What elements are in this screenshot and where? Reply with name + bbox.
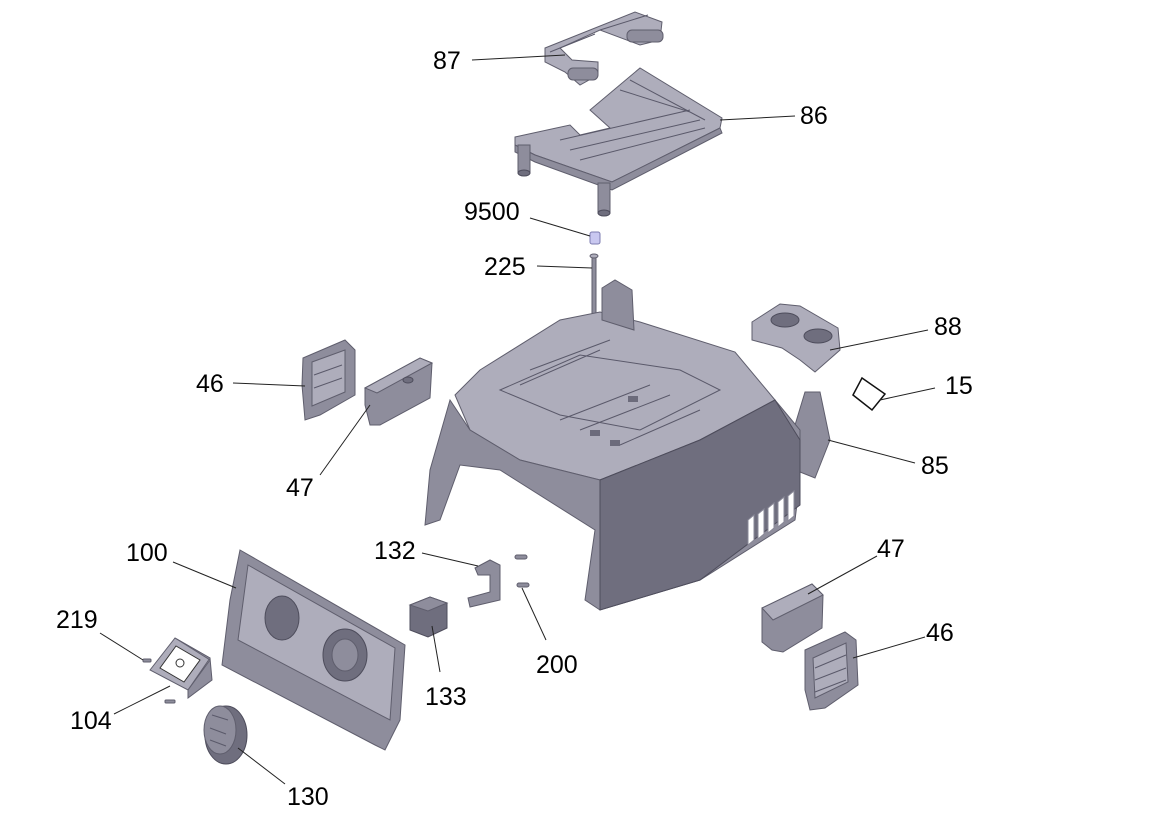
callout-15: 15 [945,372,973,400]
leader-46a [232,382,306,387]
leader-9500 [529,217,591,237]
callout-46-left: 46 [196,370,224,398]
callout-132: 132 [374,537,416,565]
leader-133 [431,625,441,673]
callout-100: 100 [126,539,168,567]
part-47-bracket-left [363,357,434,426]
callout-85: 85 [921,452,949,480]
part-104-switch-plate [149,637,213,699]
part-86-top-plate [514,67,723,217]
part-87-handle-bracket [544,11,664,86]
part-46-vent-cover-left [301,339,356,421]
callout-47-left: 47 [286,474,314,502]
leader-46b [852,636,926,659]
part-132-bracket [467,559,501,608]
callout-46-right: 46 [926,619,954,647]
leader-86 [719,115,796,121]
callout-labels: 87 86 9500 225 88 15 85 46 47 132 100 21… [56,47,973,811]
callout-104: 104 [70,707,112,735]
part-85-main-housing [424,279,831,611]
leader-lines [99,54,936,785]
leader-87 [471,54,566,61]
part-130-knob [203,705,248,765]
callout-86: 86 [800,102,828,130]
housing-vent-slots [747,489,795,547]
callout-133: 133 [425,683,467,711]
part-133-switch [408,596,449,638]
part-200-screws [514,554,530,588]
leader-15 [879,387,936,401]
leader-47b [807,555,878,595]
part-47-bracket-right [761,583,824,653]
leader-88 [829,329,929,351]
callout-88: 88 [934,313,962,341]
part-46-vent-cover-right [804,631,859,711]
leader-85 [827,439,916,464]
leader-104 [113,685,171,715]
part-219-screws [142,658,176,704]
callout-47-right: 47 [877,535,905,563]
leader-130 [237,747,286,785]
part-88-side-holder [751,303,841,373]
callout-219: 219 [56,606,98,634]
callout-225: 225 [484,253,526,281]
leader-47a [319,404,371,476]
leader-225 [536,265,593,269]
callout-9500: 9500 [464,198,520,226]
callout-87: 87 [433,47,461,75]
part-100-front-panel [221,549,406,751]
callout-200: 200 [536,651,578,679]
callout-130: 130 [287,783,329,811]
leader-200 [521,587,547,641]
leader-219 [99,632,144,661]
leader-100 [172,561,237,589]
part-9500-cap [589,231,601,245]
part-15-gasket [852,376,887,412]
leader-132 [421,552,479,567]
